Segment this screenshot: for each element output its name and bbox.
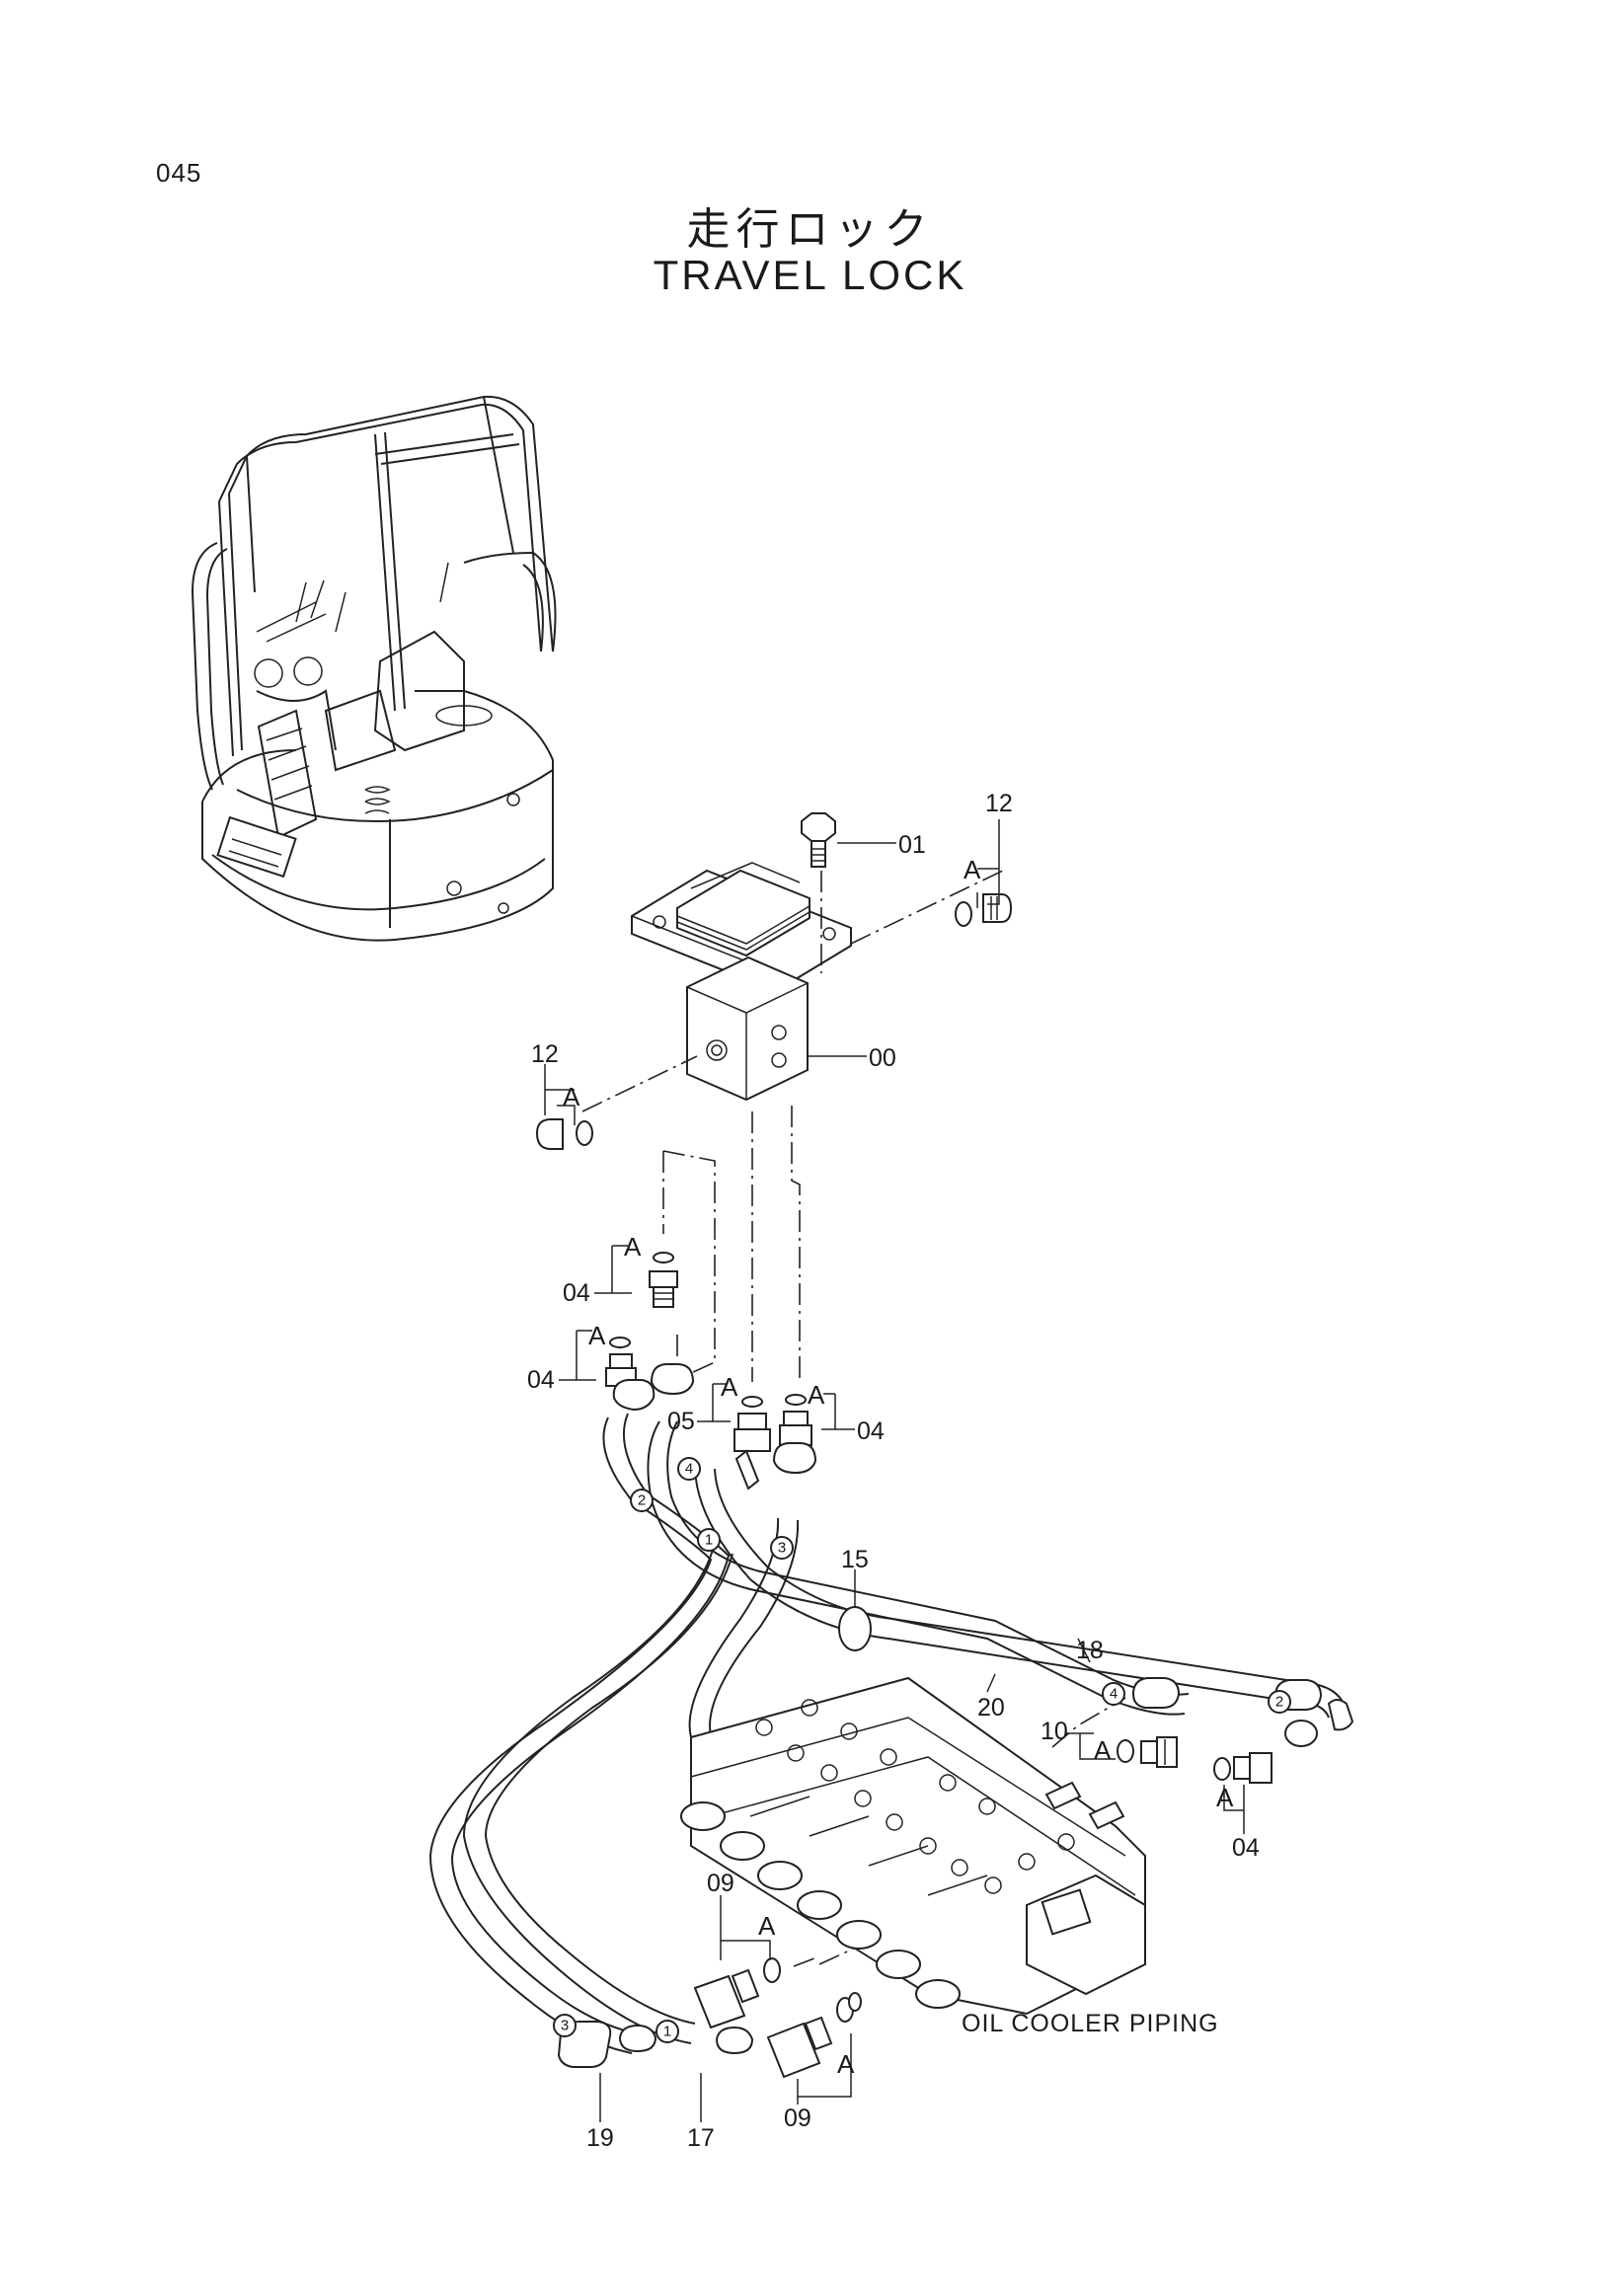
hose-end-number: 3 xyxy=(561,2018,569,2034)
set-marker-A: A xyxy=(721,1372,738,1402)
set-marker-A: A xyxy=(808,1380,825,1410)
callout-12-right: 12 xyxy=(985,790,1013,817)
callout-18: 18 xyxy=(1076,1637,1104,1664)
excavator-overview-icon xyxy=(191,395,557,942)
callout-04-right: 04 xyxy=(857,1417,885,1445)
adapter-10 xyxy=(1117,1736,1178,1768)
hose-end-number: 2 xyxy=(1275,1694,1283,1711)
callout-04-upper: 04 xyxy=(563,1279,590,1307)
set-marker-A: A xyxy=(758,1911,776,1941)
hoses xyxy=(428,1363,1354,2068)
set-marker-A: A xyxy=(837,2049,855,2079)
adapter-04-upper xyxy=(649,1252,678,1308)
set-marker-A: A xyxy=(1094,1735,1112,1765)
callout-09-upper: 09 xyxy=(707,1870,734,1897)
callout-10: 10 xyxy=(1041,1718,1068,1745)
set-marker-A: A xyxy=(563,1082,580,1111)
callout-17: 17 xyxy=(687,2124,715,2152)
oil-cooler-piping-note: OIL COOLER PIPING xyxy=(962,2010,1219,2037)
hose-end-number: 2 xyxy=(638,1492,646,1509)
hose-end-markers: 1 2 3 4 4 2 3 1 xyxy=(553,1457,1291,2043)
page-title-english: TRAVEL LOCK xyxy=(653,252,967,298)
control-valve-icon xyxy=(680,1676,1146,2016)
callout-04-mid: 04 xyxy=(527,1366,555,1394)
leader-lines xyxy=(544,819,1245,2122)
callout-19: 19 xyxy=(586,2124,614,2152)
callout-04-lower-right: 04 xyxy=(1232,1834,1260,1862)
page-number: 045 xyxy=(156,158,202,188)
set-marker-A: A xyxy=(624,1232,642,1262)
callout-05: 05 xyxy=(667,1408,695,1435)
set-marker-A: A xyxy=(964,855,981,884)
hose-end-number: 4 xyxy=(685,1461,693,1478)
adapter-04-right xyxy=(779,1394,812,1446)
plug-12-right xyxy=(955,893,1013,927)
check-valve-09-upper xyxy=(693,1957,781,2029)
hose-end-number: 1 xyxy=(663,2024,671,2040)
callout-09-lower: 09 xyxy=(784,2105,811,2132)
hose-end-number: 1 xyxy=(705,1532,713,1549)
set-marker-A: A xyxy=(588,1321,606,1350)
page-title-japanese: 走行ロック xyxy=(686,204,934,255)
hose-end-number: 3 xyxy=(778,1540,786,1557)
check-valve-09-lower xyxy=(766,1992,862,2079)
callout-15: 15 xyxy=(841,1546,869,1573)
adapter-04-mid xyxy=(605,1337,637,1387)
plug-12-left xyxy=(535,1118,593,1150)
set-marker-A: A xyxy=(1216,1783,1234,1812)
callout-20: 20 xyxy=(977,1694,1005,1722)
callout-00: 00 xyxy=(869,1044,896,1072)
travel-lock-valve-icon xyxy=(631,812,852,1102)
callout-12-left: 12 xyxy=(531,1040,559,1068)
hose-end-number: 4 xyxy=(1110,1686,1118,1703)
adapter-04-lower-right xyxy=(1213,1752,1273,1784)
callout-01: 01 xyxy=(898,831,926,859)
adapter-05 xyxy=(733,1396,771,1491)
